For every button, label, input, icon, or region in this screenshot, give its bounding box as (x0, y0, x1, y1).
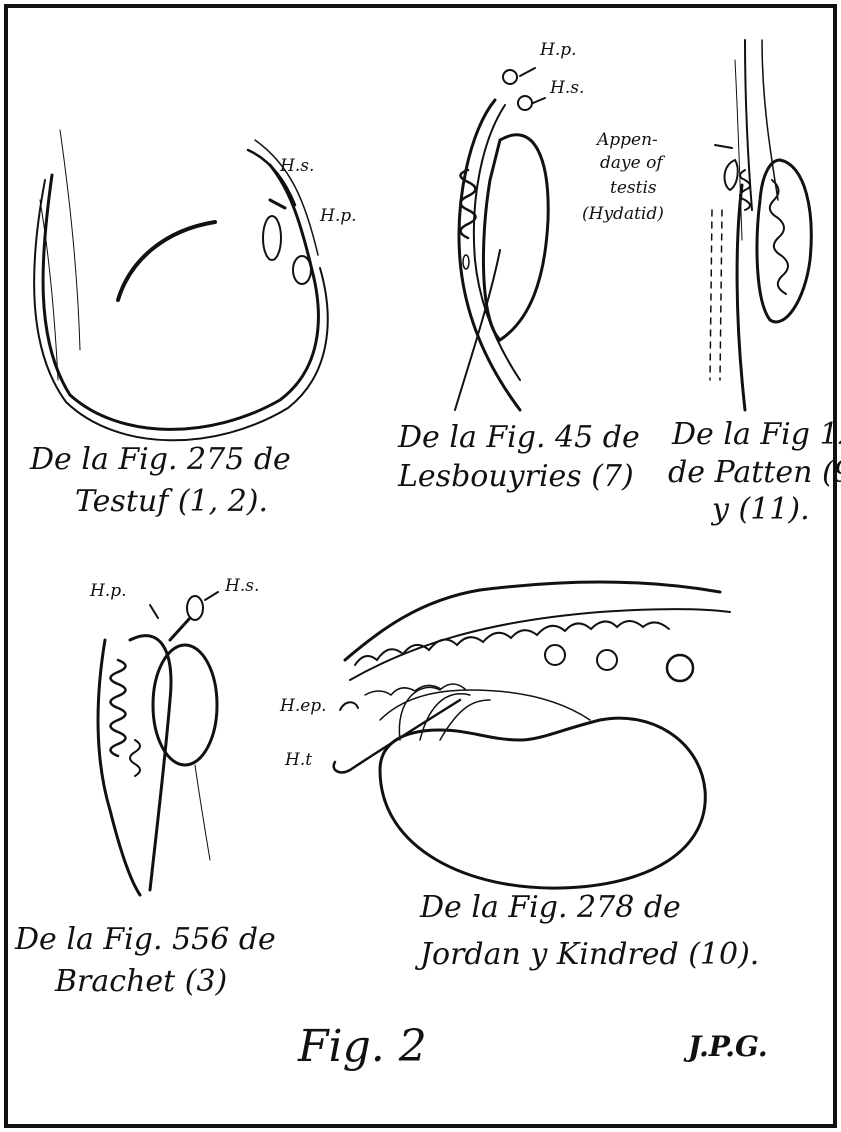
patten-caption-line2: de Patten (9) (668, 458, 841, 488)
patten-appendage-line4: (Hydatid) (582, 206, 664, 223)
patten-appendage-line2: daye of (600, 155, 663, 172)
lesbouyries-hs-label: H.s. (550, 80, 584, 97)
testut-hs-label: H.s. (280, 158, 314, 175)
testut-hp-label: H.p. (320, 208, 357, 225)
testut-caption-line2: Testuf (1, 2). (75, 487, 268, 517)
brachet-caption-line2: Brachet (3) (55, 967, 227, 997)
brachet-caption-line1: De la Fig. 556 de (15, 925, 276, 955)
artist-signature: J.P.G. (688, 1033, 768, 1061)
patten-drawing (710, 40, 811, 410)
patten-appendage-line1: Appen- (597, 132, 658, 149)
testut-drawing (34, 130, 328, 440)
lesbouyries-caption-line1: De la Fig. 45 de (398, 423, 640, 453)
jordan-ht-label: H.t (285, 752, 312, 769)
patten-caption-line1: De la Fig 124 (672, 420, 841, 450)
testut-caption-line1: De la Fig. 275 de (30, 445, 291, 475)
jordan-caption-line1: De la Fig. 278 de (420, 893, 681, 923)
lesbouyries-caption-line2: Lesbouyries (7) (398, 462, 634, 492)
figure-title: Fig. 2 (298, 1025, 427, 1069)
lesbouyries-hp-label: H.p. (540, 42, 577, 59)
brachet-drawing (98, 592, 218, 895)
jordan-caption-line2: Jordan y Kindred (10). (420, 940, 759, 970)
lesbouyries-drawing (455, 68, 548, 410)
brachet-hp-label: H.p. (90, 583, 127, 600)
jordan-hep-label: H.ep. (280, 698, 327, 715)
jordan-drawing (334, 582, 730, 888)
patten-appendage-line3: testis (610, 180, 657, 197)
brachet-hs-label: H.s. (225, 578, 259, 595)
patten-caption-line3: y (11). (712, 495, 810, 525)
